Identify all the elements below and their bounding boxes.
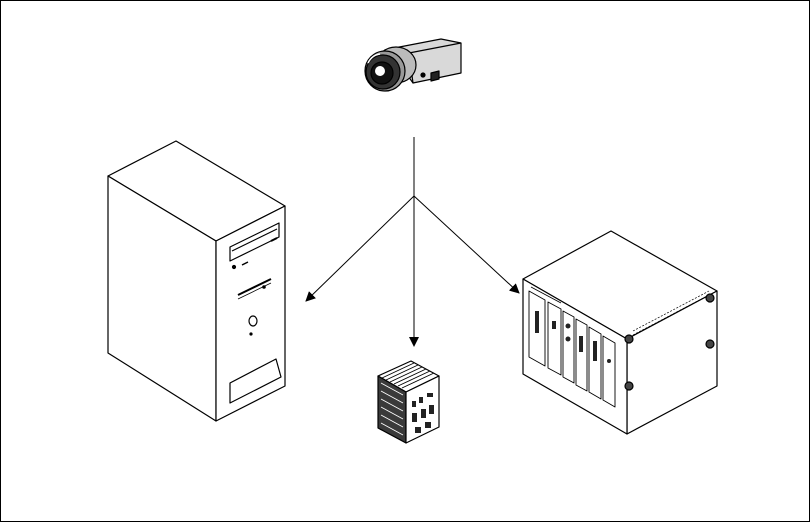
arrow-to-chassis xyxy=(414,196,519,293)
compact-vision-system-icon xyxy=(378,361,439,443)
desktop-tower-icon xyxy=(108,141,285,421)
arrow-to-desktop xyxy=(306,196,414,301)
connector-lines xyxy=(306,137,519,346)
pxi-chassis-icon xyxy=(523,231,717,434)
camera-icon xyxy=(365,39,461,91)
